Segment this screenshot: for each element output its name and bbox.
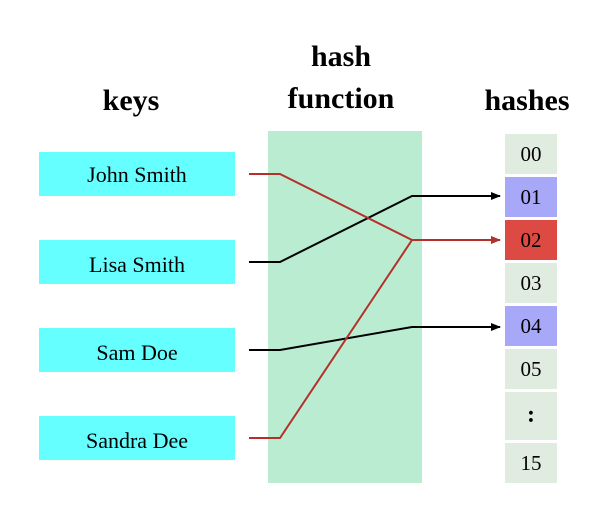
key-box [39,416,235,460]
hash-slot [505,443,557,483]
key-label: Sam Doe [96,340,177,365]
function-heading-line2: function [288,82,395,115]
hash-slot-occupied [505,177,557,217]
hash-label: 04 [521,314,543,338]
key-label: Lisa Smith [89,252,185,277]
hash-function-box [268,131,422,483]
hash-label: 01 [521,185,542,209]
hashes-heading: hashes [484,84,569,117]
mapping-arrow-collision [249,173,501,244]
key-box [39,328,235,372]
hash-slot-collision [505,220,557,260]
key-label: Sandra Dee [86,428,188,453]
mapping-line-collision [249,239,413,439]
key-label: John Smith [87,162,187,187]
hash-slot [505,349,557,389]
key-box [39,152,235,196]
mapping-lines [249,173,501,439]
hash-label: 03 [521,271,542,295]
hash-label: 00 [521,142,542,166]
function-heading-line1: hash [311,40,371,73]
keys-column: John Smith Lisa Smith Sam Doe Sandra Dee [39,152,235,460]
keys-heading: keys [103,84,160,117]
hash-slot-occupied [505,306,557,346]
hashes-column: 00 01 02 03 04 05 : 15 [505,134,557,483]
hash-label: 02 [521,228,542,252]
hash-slot-ellipsis [505,392,557,440]
hash-label: 15 [521,451,542,475]
hash-slot [505,134,557,174]
hash-label: 05 [521,357,542,381]
hash-ellipsis: : [527,402,535,428]
mapping-arrow [249,192,501,263]
key-box [39,240,235,284]
hash-slot [505,263,557,303]
